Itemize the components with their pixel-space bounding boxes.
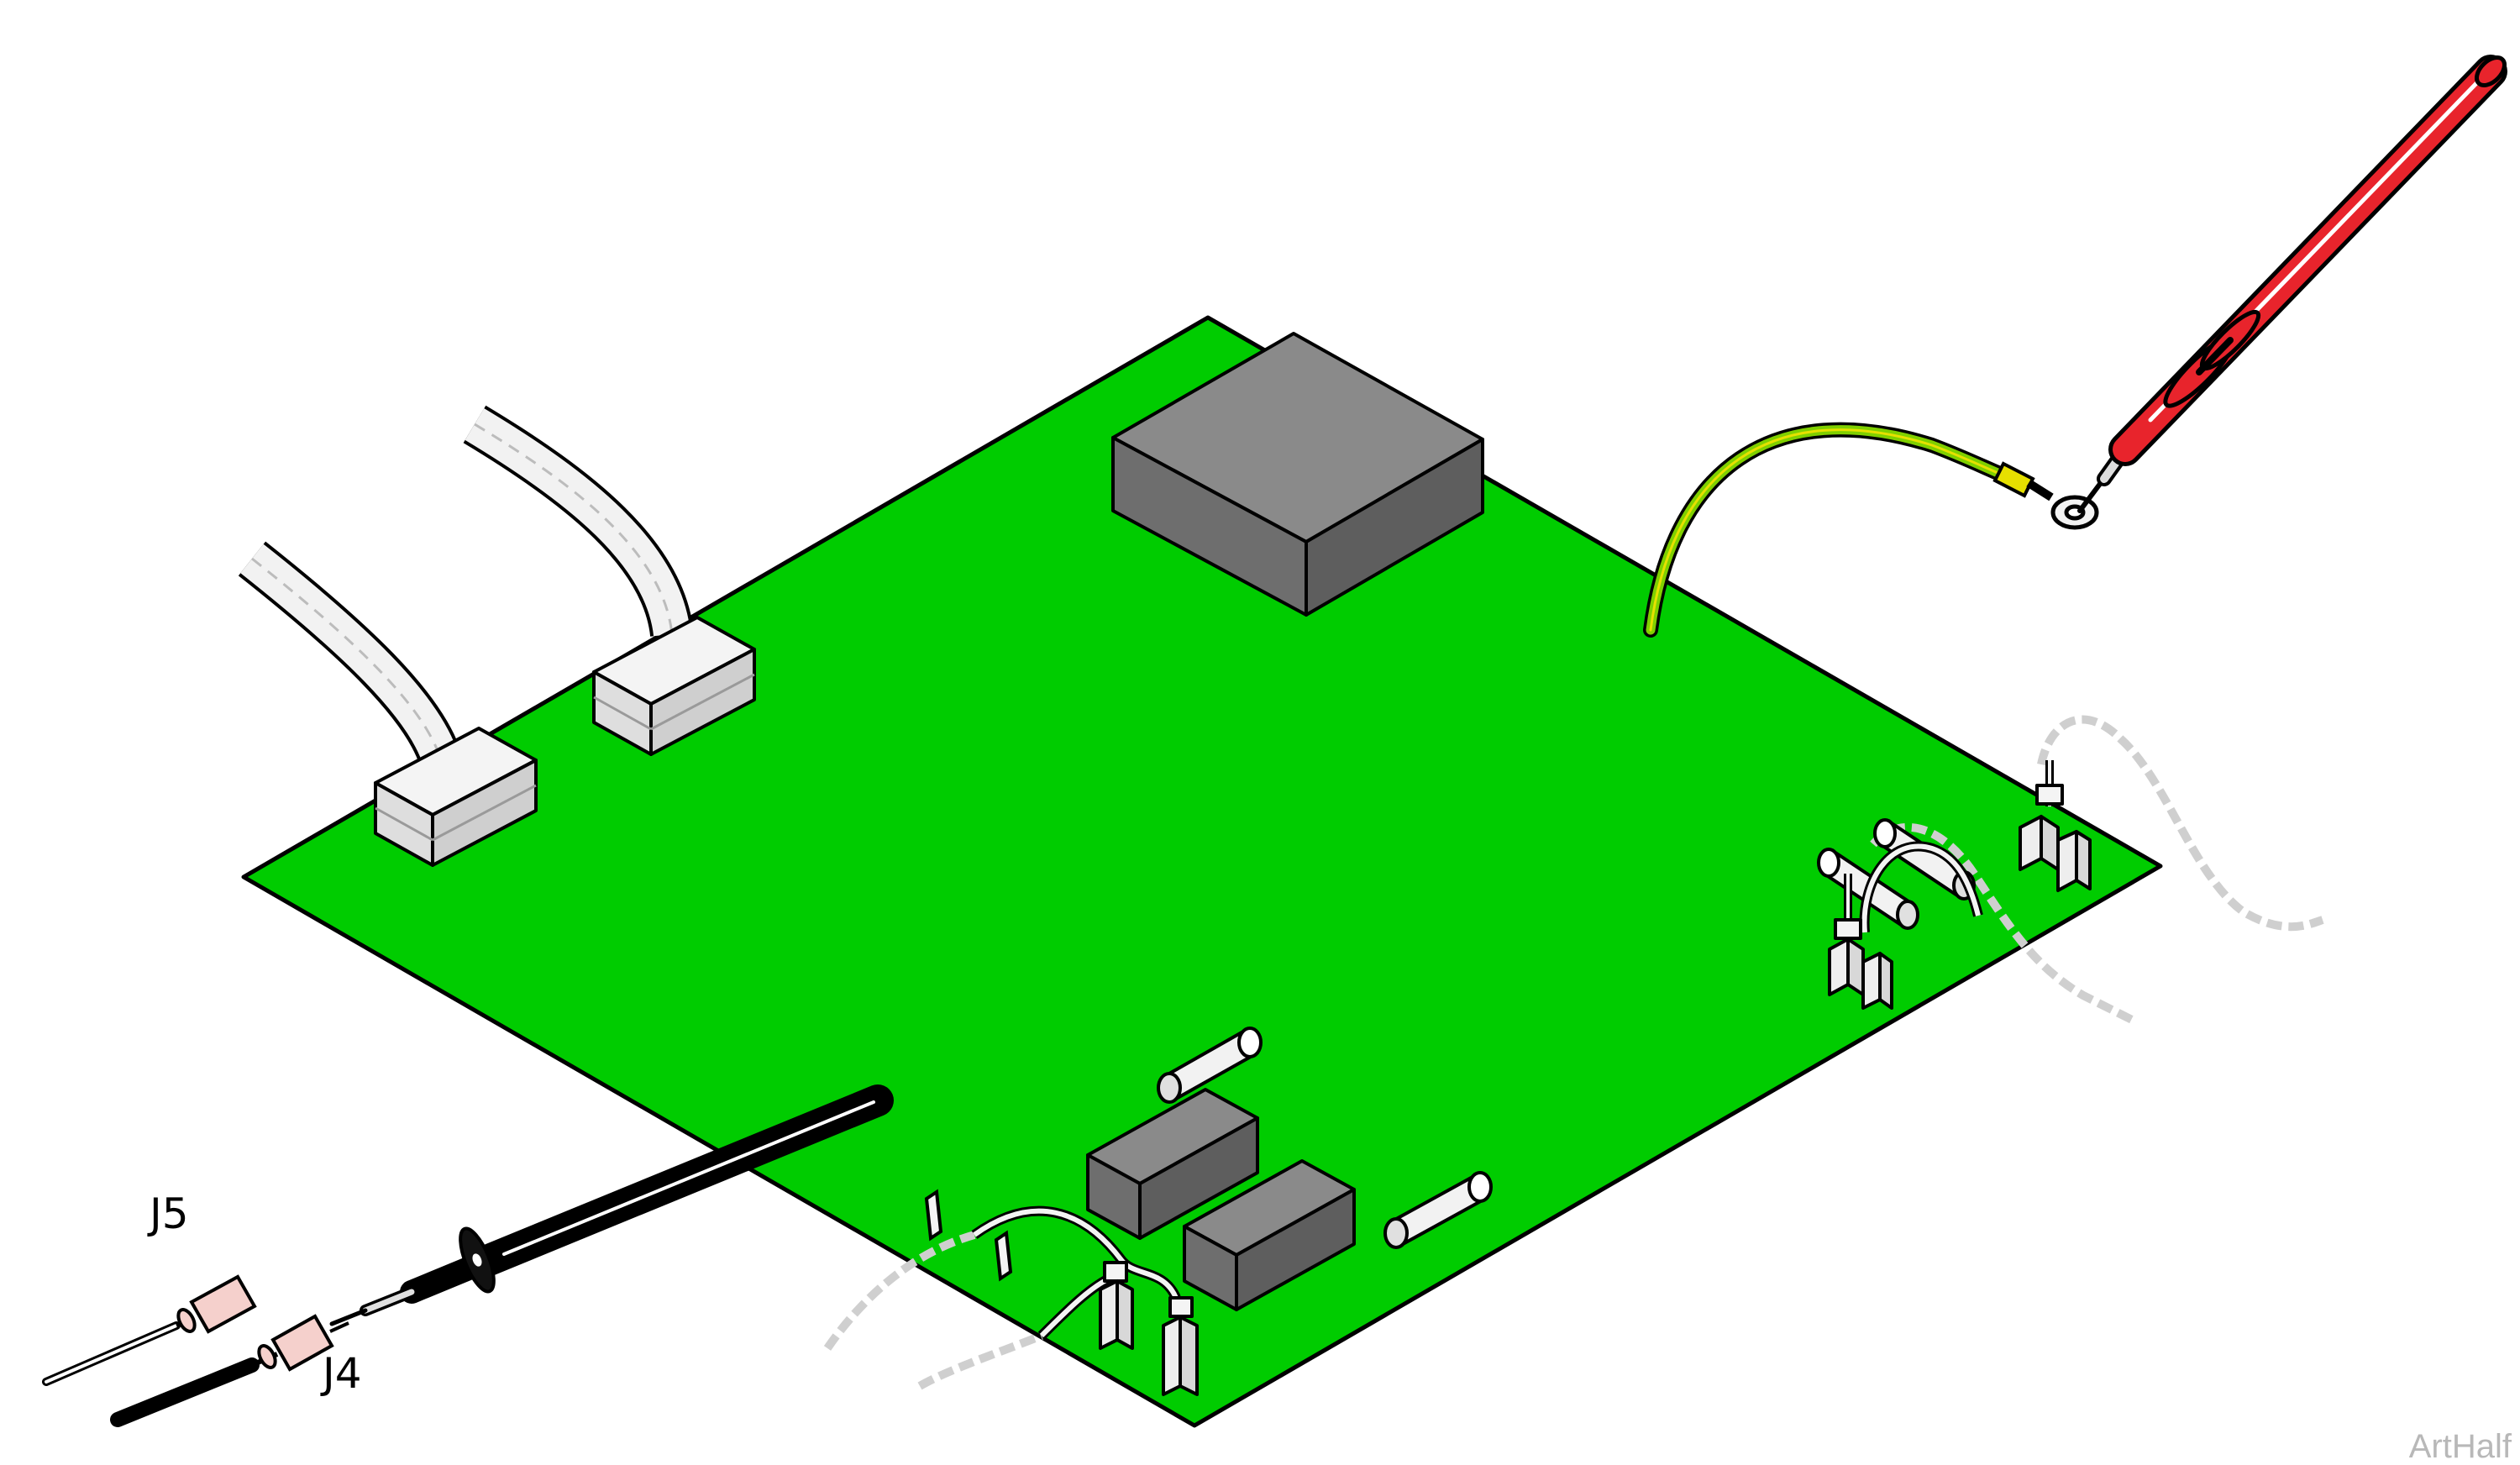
black-test-probe-icon bbox=[329, 1084, 894, 1326]
relay-2 bbox=[1183, 1159, 1356, 1311]
j5-terminal-icon bbox=[42, 1274, 257, 1386]
ribbon-connector-1 bbox=[374, 727, 538, 867]
fuse-bottom-1 bbox=[1157, 1027, 1263, 1104]
j5-label: J5 bbox=[147, 1189, 189, 1238]
loose-wire-right-2 bbox=[1870, 822, 2136, 1025]
transformer-block bbox=[1111, 332, 1484, 617]
relay-1 bbox=[1086, 1088, 1259, 1240]
loose-wire-bottom-1 bbox=[823, 1231, 976, 1351]
loose-wire-right-1 bbox=[2037, 715, 2324, 932]
j4-terminal-icon bbox=[110, 1314, 349, 1427]
board-pin-1 bbox=[924, 1189, 943, 1242]
spade-terminal-bottom-1 bbox=[1099, 1261, 1134, 1350]
board-pin-2 bbox=[994, 1230, 1013, 1282]
spade-terminal-bottom-2 bbox=[1162, 1296, 1199, 1396]
watermark: ArtHalf bbox=[2409, 1428, 2512, 1465]
spade-terminal-right-2 bbox=[1828, 874, 1893, 1010]
fuse-bottom-2 bbox=[1383, 1171, 1493, 1249]
ground-wire bbox=[1643, 422, 2035, 638]
spade-terminal-right-1 bbox=[2019, 760, 2092, 892]
wire-bottom-1 bbox=[973, 1208, 1179, 1300]
ribbon-cable-1 bbox=[238, 541, 462, 768]
loose-wire-bottom-2 bbox=[917, 1331, 1043, 1390]
ribbon-cable-2 bbox=[463, 405, 694, 638]
ribbon-connector-2 bbox=[592, 616, 756, 756]
j4-label: J4 bbox=[320, 1349, 362, 1398]
red-test-probe-icon bbox=[2077, 55, 2507, 513]
